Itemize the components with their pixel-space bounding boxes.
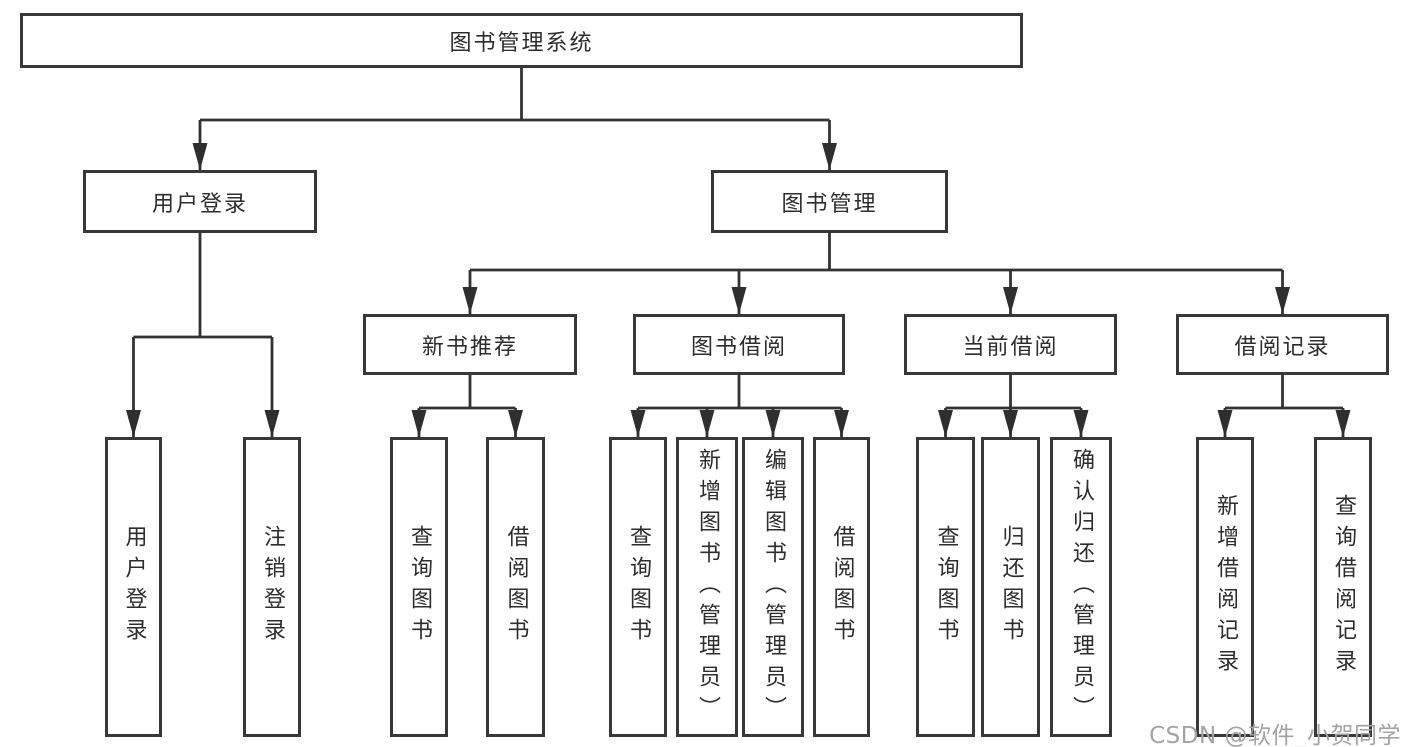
- leaf-logout: 注销登录: [243, 437, 301, 737]
- leaf-borrow-books-2: 借阅图书: [813, 437, 870, 737]
- node-borrowing-records: 借阅记录: [1176, 314, 1389, 375]
- node-library-system: 图书管理系统: [20, 13, 1023, 68]
- leaf-query-books-2: 查询图书: [609, 437, 667, 737]
- leaf-user-login: 用户登录: [105, 437, 162, 737]
- node-current-borrowing: 当前借阅: [904, 314, 1117, 375]
- leaf-confirm-return-admin: 确认归还（管理员）: [1050, 437, 1112, 737]
- leaf-query-books-1: 查询图书: [390, 437, 448, 737]
- leaf-edit-book-admin: 编辑图书（管理员）: [742, 437, 804, 737]
- node-user-login: 用户登录: [83, 170, 317, 233]
- node-new-book-recommend: 新书推荐: [363, 314, 577, 375]
- node-book-management: 图书管理: [711, 170, 948, 233]
- watermark: CSDN @软件_小贺同学: [1149, 723, 1401, 747]
- leaf-borrow-books-1: 借阅图书: [486, 437, 545, 737]
- leaf-add-borrow-record: 新增借阅记录: [1196, 437, 1254, 737]
- node-book-borrowing: 图书借阅: [633, 314, 845, 375]
- leaf-add-book-admin: 新增图书（管理员）: [676, 437, 738, 737]
- leaf-query-books-3: 查询图书: [916, 437, 975, 737]
- leaf-return-books: 归还图书: [981, 437, 1040, 737]
- leaf-query-borrow-record: 查询借阅记录: [1314, 437, 1372, 737]
